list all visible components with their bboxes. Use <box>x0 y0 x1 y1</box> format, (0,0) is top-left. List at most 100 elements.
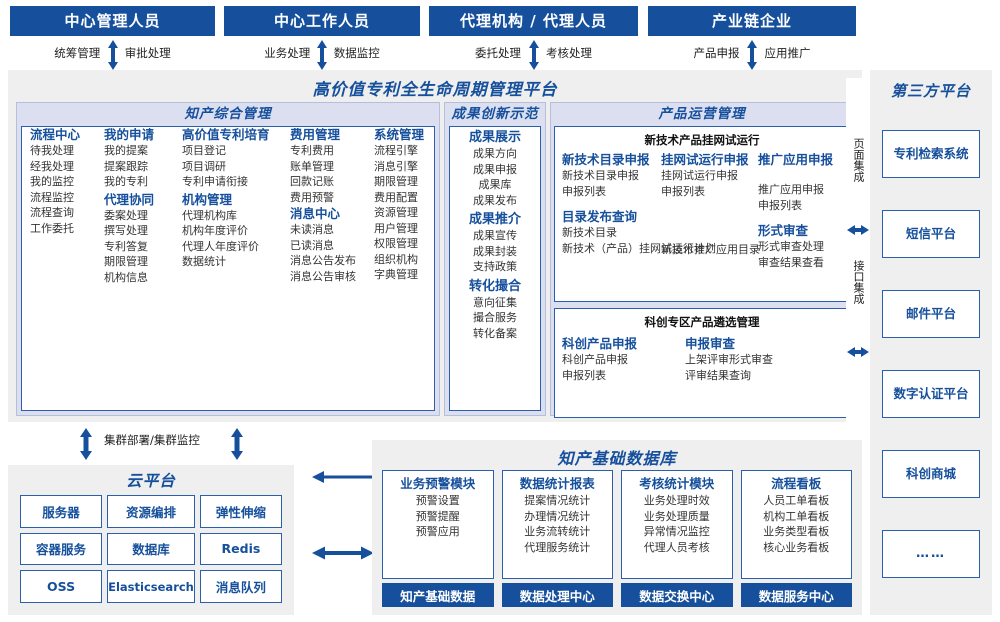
menu-item[interactable]: 未读消息 <box>290 223 334 236</box>
cloud-cell-oss[interactable]: OSS <box>20 570 103 603</box>
cloud-cell-elasticsearch[interactable]: Elasticsearch <box>107 570 195 603</box>
group-title[interactable]: 高价值专利培育 <box>182 127 270 142</box>
role-title-2[interactable]: 代理机构 / 代理人员 <box>429 6 638 36</box>
menu-item[interactable]: 成果宣传 <box>473 229 517 242</box>
role-title-0[interactable]: 中心管理人员 <box>10 6 215 36</box>
group-title[interactable]: 流程中心 <box>30 127 81 142</box>
menu-item[interactable]: 我的监控 <box>30 175 74 188</box>
third-party-item-patent-search[interactable]: 专利检索系统 <box>882 130 980 178</box>
database-card-item[interactable]: 代理服务统计 <box>524 540 591 554</box>
menu-item[interactable]: 新技术（产品）挂网试运行计划 <box>562 241 716 255</box>
menu-item[interactable]: 成果方向 <box>473 147 517 160</box>
role-title-1[interactable]: 中心工作人员 <box>224 6 420 36</box>
menu-item[interactable]: 费用配置 <box>374 190 418 204</box>
menu-item[interactable]: 消息引擎 <box>374 159 418 173</box>
menu-item[interactable]: 期限管理 <box>374 175 418 188</box>
third-party-item-email[interactable]: 邮件平台 <box>882 290 980 338</box>
group-title[interactable]: 我的申请 <box>104 127 155 142</box>
menu-item[interactable]: 已读消息 <box>290 238 334 252</box>
database-card-item[interactable]: 核心业务看板 <box>763 540 830 554</box>
menu-item[interactable]: 成果申报 <box>473 162 517 176</box>
menu-item[interactable]: 申报列表 <box>562 368 606 382</box>
group-title[interactable]: 系统管理 <box>374 127 425 142</box>
group-title[interactable]: 机构管理 <box>182 191 233 207</box>
menu-item[interactable]: 审查结果查看 <box>758 255 824 269</box>
group-title[interactable]: 目录发布查询 <box>562 209 638 224</box>
menu-item[interactable]: 数据统计 <box>182 255 226 268</box>
database-footer-base-data[interactable]: 知产基础数据 <box>382 583 494 607</box>
menu-item[interactable]: 上架评审形式审查 <box>685 353 773 366</box>
menu-item[interactable]: 成果封装 <box>473 244 517 258</box>
group-title[interactable]: 新技术目录申报 <box>562 152 650 167</box>
menu-item[interactable]: 撮合服务 <box>473 311 517 324</box>
menu-item[interactable]: 代理机构库 <box>182 208 237 222</box>
menu-item[interactable]: 机构信息 <box>104 270 148 284</box>
menu-item[interactable]: 撰写处理 <box>104 224 148 237</box>
menu-item[interactable]: 评审结果查询 <box>685 368 751 382</box>
menu-item[interactable]: 成果发布 <box>473 193 517 207</box>
cloud-cell-server[interactable]: 服务器 <box>20 495 103 528</box>
group-title[interactable]: 挂网试运行申报 <box>661 152 749 167</box>
database-card-item[interactable]: 异常情况监控 <box>643 525 710 538</box>
group-title[interactable]: 消息中心 <box>290 206 341 221</box>
database-footer-service-center[interactable]: 数据服务中心 <box>740 583 852 607</box>
menu-item[interactable]: 回款记账 <box>290 175 334 188</box>
menu-item[interactable]: 期限管理 <box>104 255 148 268</box>
menu-item[interactable]: 权限管理 <box>374 237 418 250</box>
third-party-item-kechuang-mall[interactable]: 科创商城 <box>882 450 980 498</box>
database-card-item[interactable]: 提案情况统计 <box>524 494 591 507</box>
group-title[interactable]: 形式审查 <box>758 223 809 238</box>
menu-item[interactable]: 提案跟踪 <box>104 159 148 173</box>
cloud-cell-database[interactable]: 数据库 <box>107 532 195 566</box>
database-card-item[interactable]: 机构工单看板 <box>763 509 830 523</box>
database-footer-exchange-center[interactable]: 数据交换中心 <box>621 583 733 607</box>
menu-item[interactable]: 成果库 <box>478 178 512 191</box>
menu-item[interactable]: 流程引擎 <box>374 144 418 157</box>
group-title[interactable]: 转化撮合 <box>468 278 521 294</box>
menu-item[interactable]: 我的提案 <box>104 144 148 157</box>
menu-item[interactable]: 流程查询 <box>30 206 74 219</box>
menu-item[interactable]: 转化备案 <box>473 326 517 340</box>
group-title[interactable]: 代理协同 <box>104 191 155 207</box>
menu-item[interactable]: 科创产品申报 <box>562 353 628 366</box>
menu-item[interactable]: 经我处理 <box>30 159 74 173</box>
cloud-cell-elastic-scaling[interactable]: 弹性伸缩 <box>199 495 282 528</box>
menu-item[interactable]: 用户管理 <box>374 221 418 235</box>
menu-item[interactable]: 我的专利 <box>104 175 148 188</box>
database-card-item[interactable]: 代理人员考核 <box>643 540 710 554</box>
cloud-cell-container-service[interactable]: 容器服务 <box>20 532 103 566</box>
menu-item[interactable]: 专利费用 <box>290 144 334 157</box>
menu-item[interactable]: 申报列表 <box>758 198 802 212</box>
menu-item[interactable]: 申报列表 <box>661 184 705 198</box>
menu-item[interactable]: 项目调研 <box>182 159 226 173</box>
third-party-item-more[interactable]: …… <box>882 530 980 578</box>
group-title[interactable]: 成果展示 <box>468 130 521 145</box>
menu-item[interactable]: 形式审查处理 <box>758 240 824 253</box>
cloud-cell-resource-orchestration[interactable]: 资源编排 <box>107 495 195 528</box>
group-title[interactable]: 推广应用申报 <box>758 152 834 167</box>
group-title[interactable]: 申报审查 <box>685 336 736 351</box>
database-card-item[interactable]: 业务处理时效 <box>643 494 710 507</box>
menu-item[interactable]: 待我处理 <box>30 144 74 157</box>
menu-item[interactable]: 新技术目录申报 <box>562 169 639 182</box>
menu-item[interactable]: 消息公告发布 <box>290 254 356 267</box>
menu-item[interactable]: 申报列表 <box>562 184 606 198</box>
menu-item[interactable]: 专利答复 <box>104 239 148 253</box>
menu-item[interactable]: 专利申请衔接 <box>182 175 248 188</box>
menu-item[interactable]: 账单管理 <box>290 159 334 173</box>
menu-item[interactable]: 挂网试运行申报 <box>661 169 738 182</box>
group-title[interactable]: 科创产品申报 <box>562 336 638 351</box>
menu-item[interactable]: 委案处理 <box>104 208 148 222</box>
menu-item[interactable]: 字典管理 <box>374 268 418 281</box>
menu-item[interactable]: 意向征集 <box>473 295 517 309</box>
database-card-item[interactable]: 预警设置 <box>415 494 460 507</box>
menu-item[interactable]: 支持政策 <box>473 260 517 273</box>
third-party-item-sms[interactable]: 短信平台 <box>882 210 980 258</box>
menu-item[interactable]: 资源管理 <box>374 206 418 219</box>
menu-item[interactable]: 流程监控 <box>30 190 74 204</box>
database-footer-processing-center[interactable]: 数据处理中心 <box>501 583 613 607</box>
group-title[interactable]: 费用管理 <box>290 127 341 142</box>
database-card-item[interactable]: 业务类型看板 <box>763 525 830 538</box>
database-card-item[interactable]: 人员工单看板 <box>763 494 830 507</box>
cloud-cell-message-queue[interactable]: 消息队列 <box>199 570 282 603</box>
